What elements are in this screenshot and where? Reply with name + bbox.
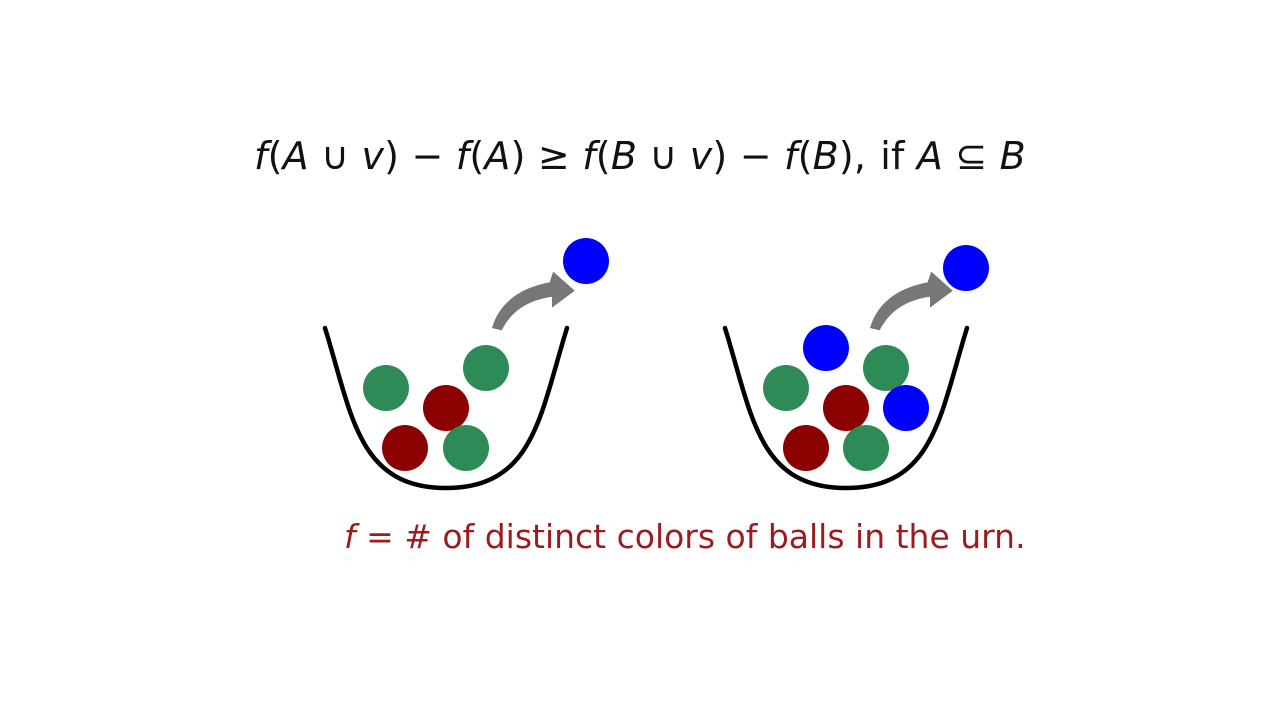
urn-a-outline [322,325,570,491]
caption-symbol: f [344,517,356,556]
submodularity-formula: f(A ∪ v) − f(A) ≥ f(B ∪ v) − f(B),if A ⊆… [254,134,1026,178]
urn-a-group [322,238,609,491]
ball-red [783,425,829,471]
caption-equals: = # [355,517,443,556]
formula-relation: ≥ [525,134,583,178]
ball-red [423,385,469,431]
formula-set-a: A [282,134,309,178]
ball-blue [803,325,849,371]
caption-text: of distinct colors of balls in the urn. [442,517,1026,556]
formula-f1: f [254,134,268,178]
curved-arrow-icon [492,271,575,331]
ball-green [863,345,909,391]
urn-b-group [722,245,989,491]
caption: f = # of distinct colors of balls in the… [344,517,1026,556]
ball-green [443,425,489,471]
ball-green [463,345,509,391]
ball-blue [883,385,929,431]
formula-if: if [880,134,905,178]
incoming-ball-blue [563,238,609,284]
incoming-ball-blue [943,245,989,291]
curved-arrow-icon [870,271,953,331]
urn-b-outline [722,325,970,491]
ball-green [763,365,809,411]
ball-green [363,365,409,411]
ball-red [823,385,869,431]
ball-red [382,425,428,471]
formula-element-v: v [361,134,385,178]
formula-set-b: B [610,134,638,178]
ball-green [843,425,889,471]
